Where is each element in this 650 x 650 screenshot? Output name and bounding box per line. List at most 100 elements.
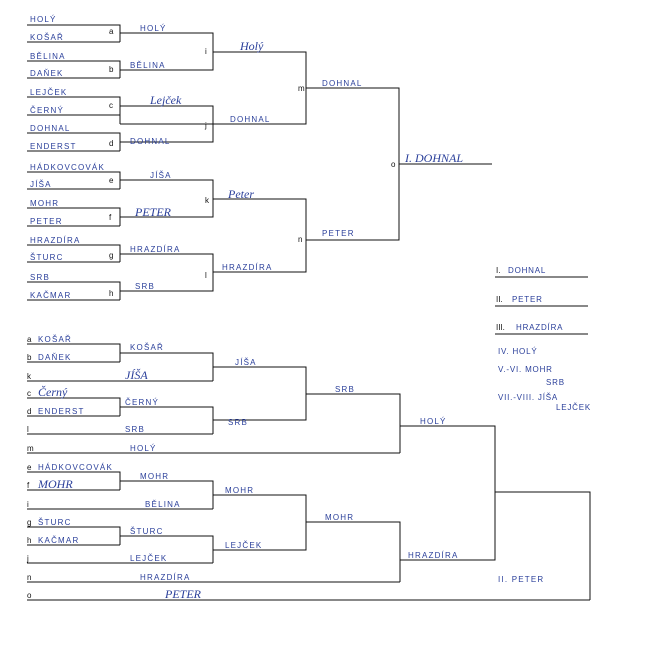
winner-name: KOŠAŘ [130,343,164,352]
match-label: d [109,139,113,148]
winner-name: HOLÝ [420,417,447,426]
match-label: n [298,235,302,244]
rank-number: II. [496,295,503,304]
rank-entry: LEJČEK [556,403,591,412]
player-name: Černý [38,385,68,399]
player-name: MOHR [37,477,73,491]
winner-name: LEJČEK [225,541,262,550]
winner-name: MOHR [225,486,254,495]
player-name: HRAZDÍRA [30,236,81,245]
player-name: HOLÝ [30,15,57,24]
rank-name: HRAZDÍRA [516,323,563,332]
match-label: b [109,65,114,74]
winner-name: ČERNÝ [125,398,159,407]
winner-name: Lejček [149,93,182,107]
rank-entry: V.-VI. MOHR [498,365,553,374]
match-label: k [205,196,210,205]
winner-name: SRB [335,385,355,394]
player-name: ENDERST [30,142,77,151]
match-label: f [109,213,112,222]
player-name: SRB [30,273,50,282]
row-label: h [27,536,31,545]
player-name: KOŠAŘ [30,33,64,42]
player-name: PETER [30,217,63,226]
row-label: c [27,389,31,398]
rank-name: PETER [512,295,543,304]
player-name: KOŠAŘ [38,335,72,344]
champion-name: I. DOHNAL [404,151,463,165]
row-label: d [27,407,31,416]
rank-number: I. [496,266,500,275]
row-label: f [27,481,30,490]
upper-bracket-lines [27,24,492,301]
winner-name: PETER [164,587,202,601]
player-name: ŠTURC [38,518,72,527]
winner-name: Peter [227,187,254,201]
winner-name: JÍŠA [235,358,257,367]
row-label: l [27,425,29,434]
player-name: HÁDKOVCOVÁK [30,163,105,172]
row-label: e [27,463,32,472]
winner-name: PETER [322,229,355,238]
winner-name: JÍŠA [150,171,172,180]
player-name: ŠTURC [30,253,64,262]
winner-name: DOHNAL [230,115,271,124]
player-name: MOHR [30,199,59,208]
row-label: k [27,372,32,381]
match-label: o [391,160,396,169]
winner-name: SRB [135,282,155,291]
upper-player-names: HOLÝ KOŠAŘ BĚLINA DAŇEK LEJČEK ČERNÝ DOH… [30,15,463,300]
rank-number: III. [496,323,505,332]
match-label: m [298,84,305,93]
match-labels: a b c d e f g h i j k l m n o a b k c d … [26,27,396,600]
winner-name: HOLÝ [130,444,157,453]
player-name: DAŇEK [38,353,72,362]
winner-name: HRAZDÍRA [130,245,181,254]
winner-name: HOLÝ [140,24,167,33]
match-label: j [204,121,207,130]
row-label: g [27,518,31,527]
winner-name: JÍŠA [125,368,148,382]
row-label: j [26,554,29,563]
winner-name: HRAZDÍRA [222,263,273,272]
winner-name: ŠTURC [130,527,164,536]
player-name: BĚLINA [30,52,66,61]
player-name: JÍŠA [30,180,52,189]
winner-name: BĚLINA [145,500,181,509]
row-label: a [27,335,32,344]
player-name: ČERNÝ [30,106,64,115]
winner-name: HRAZDÍRA [408,551,459,560]
winner-name: SRB [125,425,145,434]
player-name: KAČMAR [30,291,71,300]
match-label: g [109,251,113,260]
rank-entry: IV. HOLÝ [498,347,537,356]
match-label: a [109,27,114,36]
match-label: c [109,101,113,110]
player-name: KAČMAR [38,536,79,545]
player-name: HÁDKOVCOVÁK [38,463,113,472]
match-label: i [205,47,207,56]
winner-name: PETER [134,205,172,219]
final-ranking: I. DOHNAL II. PETER III. HRAZDÍRA IV. HO… [495,266,591,412]
lower-player-names: KOŠAŘ DAŇEK Černý ENDERST HÁDKOVCOVÁK MO… [37,335,544,601]
runner-up-name: II. PETER [498,575,544,584]
winner-name: DOHNAL [322,79,363,88]
winner-name: LEJČEK [130,554,167,563]
rank-entry: VII.-VIII. JÍŠA [498,393,558,402]
rank-name: DOHNAL [508,266,546,275]
match-label: e [109,176,114,185]
player-name: LEJČEK [30,88,67,97]
winner-name: HRAZDÍRA [140,573,191,582]
row-label: o [27,591,32,600]
row-label: b [27,353,32,362]
match-label: l [205,271,207,280]
row-label: m [27,444,34,453]
winner-name: DOHNAL [130,137,171,146]
winner-name: Holý [239,39,264,53]
winner-name: BĚLINA [130,61,166,70]
player-name: DOHNAL [30,124,71,133]
winner-name: MOHR [325,513,354,522]
winner-name: SRB [228,418,248,427]
